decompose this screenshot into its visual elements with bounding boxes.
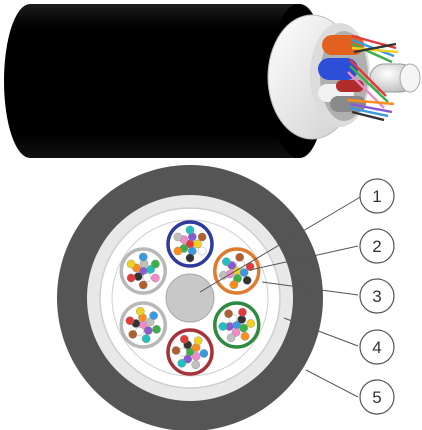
fiber xyxy=(150,312,158,320)
callout-3: 3 xyxy=(360,279,394,313)
fiber xyxy=(139,253,147,261)
fiber xyxy=(142,335,150,343)
callout-number: 5 xyxy=(372,388,381,407)
fiber xyxy=(136,307,144,315)
fiber xyxy=(193,240,201,248)
fiber xyxy=(172,346,180,354)
callout-4: 4 xyxy=(360,330,394,364)
fiber xyxy=(236,253,244,261)
fiber xyxy=(240,324,248,332)
fiber xyxy=(186,226,194,234)
callout-number: 1 xyxy=(372,187,381,206)
fiber xyxy=(243,276,251,284)
fiber xyxy=(151,260,159,268)
fiber xyxy=(139,281,147,289)
fiber xyxy=(143,273,151,281)
fiber xyxy=(174,247,182,255)
callout-number: 2 xyxy=(372,237,381,256)
fiber xyxy=(230,281,238,289)
fiber xyxy=(224,310,232,318)
fiber xyxy=(127,260,135,268)
fiber xyxy=(134,272,142,280)
fiber xyxy=(126,317,134,325)
fiber xyxy=(238,308,246,316)
fiber xyxy=(192,352,200,360)
central-strength-member xyxy=(166,274,214,322)
cross-section-view xyxy=(57,165,323,430)
callout-2: 2 xyxy=(360,229,394,263)
fiber xyxy=(247,319,255,327)
fiber xyxy=(236,260,244,268)
fiber xyxy=(241,332,249,340)
fiber xyxy=(178,359,186,367)
fiber xyxy=(200,349,208,357)
fiber xyxy=(152,325,160,333)
fiber xyxy=(219,322,227,330)
callout-number: 3 xyxy=(372,287,381,306)
red-tube-3d xyxy=(336,80,364,92)
fiber xyxy=(240,268,248,276)
leader-line-5 xyxy=(306,370,358,397)
fiber xyxy=(198,233,206,241)
fiber xyxy=(174,233,182,241)
fiber xyxy=(238,315,246,323)
fiber xyxy=(186,254,194,262)
callout-5: 5 xyxy=(360,380,394,414)
fiber xyxy=(227,334,235,342)
fiber xyxy=(144,326,152,334)
rod-end xyxy=(400,64,420,92)
fiber xyxy=(127,274,135,282)
fiber xyxy=(194,337,202,345)
fiber xyxy=(129,330,137,338)
fiber xyxy=(222,258,230,266)
fiber xyxy=(180,335,188,343)
fiber xyxy=(198,247,206,255)
callout-1: 1 xyxy=(360,179,394,213)
cable-3d-view xyxy=(4,4,420,158)
fiber xyxy=(151,274,159,282)
fiber xyxy=(192,361,200,369)
callout-number: 4 xyxy=(372,338,381,357)
